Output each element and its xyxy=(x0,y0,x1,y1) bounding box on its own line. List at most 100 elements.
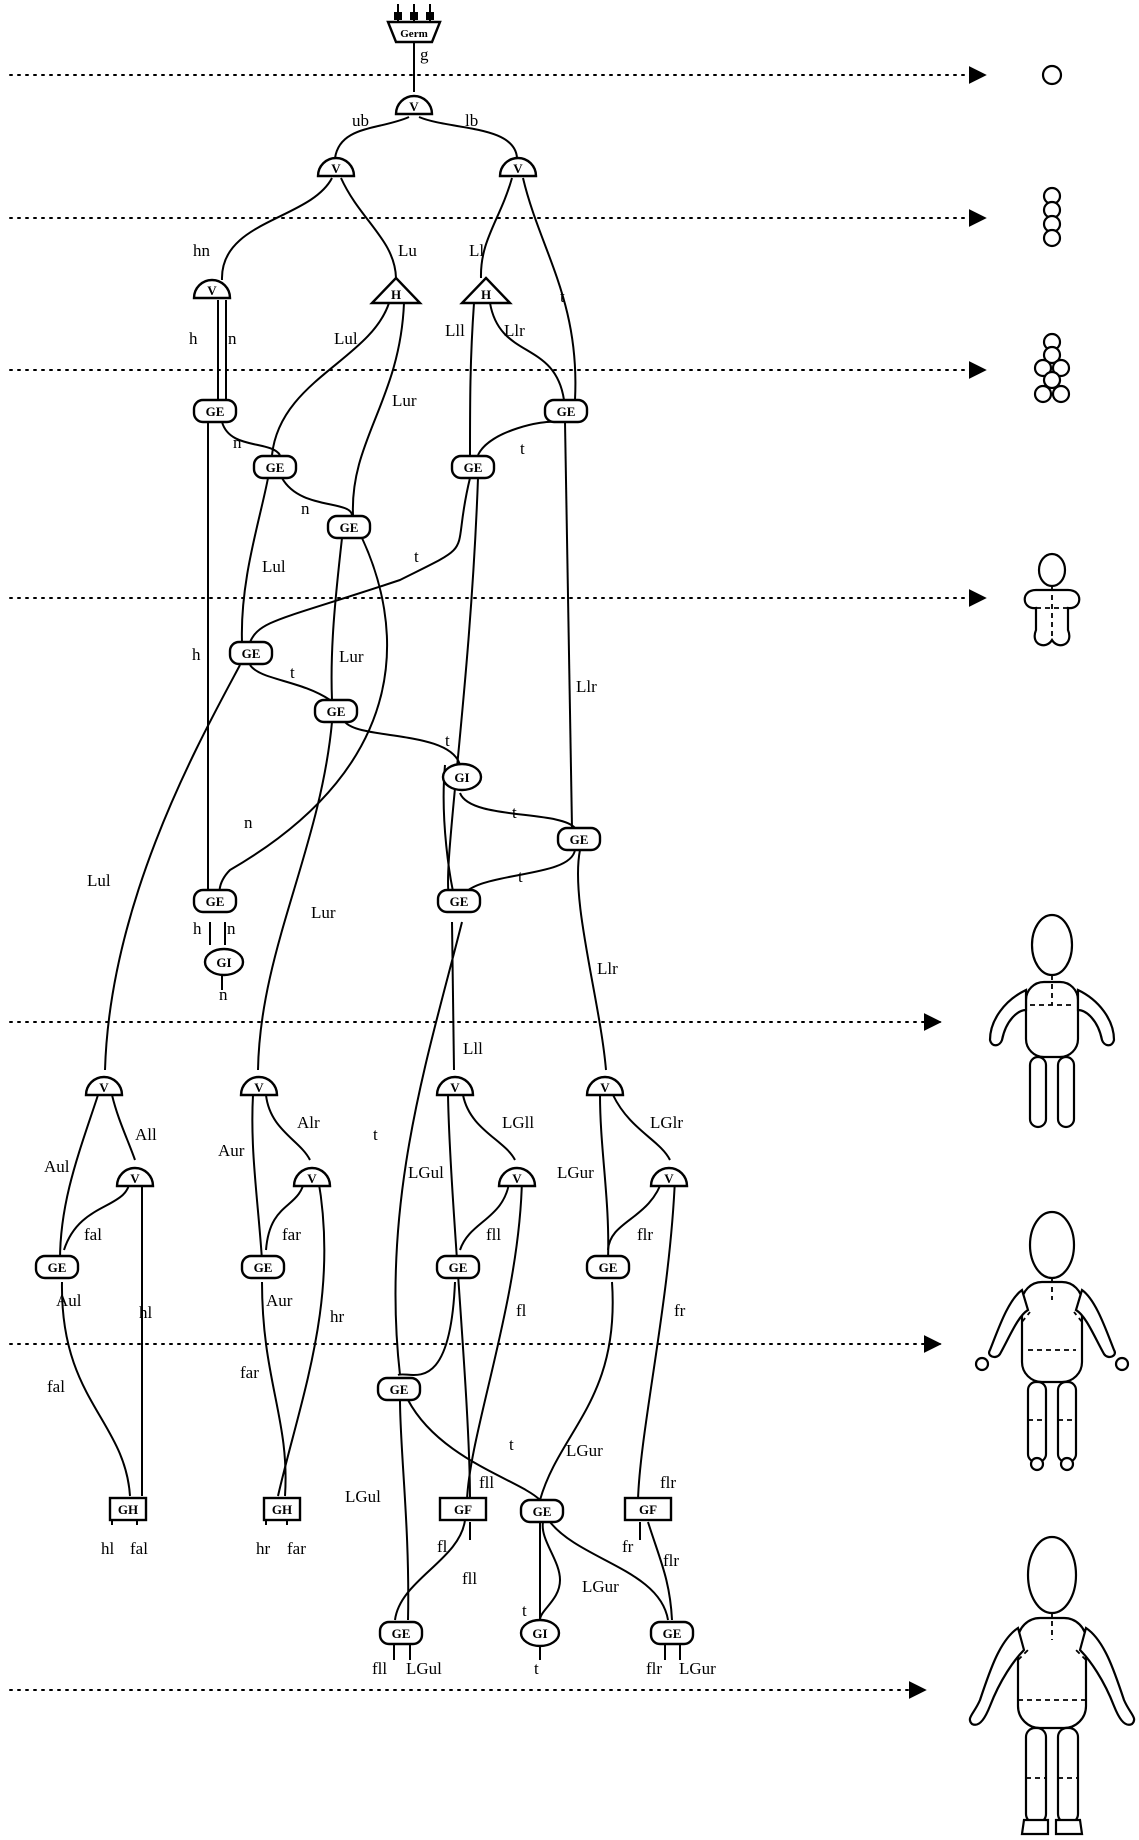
svg-text:V: V xyxy=(512,1171,522,1186)
svg-text:GE: GE xyxy=(266,460,285,475)
wire-label: LGll xyxy=(502,1113,534,1132)
wire-label: Llr xyxy=(597,959,618,978)
v-node: V xyxy=(192,278,232,300)
svg-text:GE: GE xyxy=(450,894,469,909)
ge-node: GE xyxy=(519,1498,565,1524)
svg-text:GE: GE xyxy=(48,1260,67,1275)
svg-text:GF: GF xyxy=(454,1502,472,1517)
svg-text:V: V xyxy=(331,161,341,176)
wire-label: LGur xyxy=(566,1441,603,1460)
wire-label: h xyxy=(193,919,202,938)
wire-label: t xyxy=(522,1601,527,1620)
v-node: V xyxy=(394,94,434,116)
ge-node: GE xyxy=(240,1254,286,1280)
wire-label: t xyxy=(534,1659,539,1678)
stage-figure-cluster xyxy=(1033,332,1071,404)
wire-label: Aul xyxy=(44,1157,70,1176)
wire-label: far xyxy=(282,1225,301,1244)
wire-label: t xyxy=(512,803,517,822)
wire-label: Lul xyxy=(262,557,286,576)
svg-text:V: V xyxy=(307,1171,317,1186)
ge-node: GE xyxy=(313,698,359,724)
wire-label: fll xyxy=(372,1659,387,1678)
wire-label: Aul xyxy=(56,1291,82,1310)
svg-text:GE: GE xyxy=(206,894,225,909)
stage-figure-child xyxy=(988,913,1116,1129)
ge-node: GE xyxy=(192,398,238,424)
svg-text:H: H xyxy=(481,287,491,302)
wire-label: fr xyxy=(622,1537,634,1556)
ge-node: GE xyxy=(326,514,372,540)
stage-arrows xyxy=(9,66,987,1699)
wire-label: fll xyxy=(479,1473,494,1492)
wire-label: LGul xyxy=(406,1659,442,1678)
wire-label: Lur xyxy=(392,391,417,410)
wire-label: t xyxy=(290,663,295,682)
wire-label: flr xyxy=(660,1473,676,1492)
svg-text:GE: GE xyxy=(327,704,346,719)
svg-text:GI: GI xyxy=(454,770,469,785)
svg-text:GE: GE xyxy=(570,832,589,847)
wire-label: Ll xyxy=(469,241,484,260)
svg-text:V: V xyxy=(207,283,217,298)
wire-label: fl xyxy=(516,1301,527,1320)
wire-label: lb xyxy=(465,111,478,130)
wire-label: t xyxy=(518,867,523,886)
ge-node: GE xyxy=(378,1620,424,1646)
gi-node: GI xyxy=(203,947,245,977)
svg-text:GE: GE xyxy=(392,1626,411,1641)
wire-label: hr xyxy=(330,1307,345,1326)
svg-text:V: V xyxy=(130,1171,140,1186)
v-node: V xyxy=(497,1166,537,1188)
wire-label: fal xyxy=(84,1225,102,1244)
h-node: H xyxy=(369,276,423,305)
v-node: V xyxy=(498,156,538,178)
svg-text:V: V xyxy=(254,1080,264,1095)
wire-label: fll xyxy=(462,1569,477,1588)
svg-text:GI: GI xyxy=(216,955,231,970)
svg-text:GE: GE xyxy=(340,520,359,535)
stage-figure-chain xyxy=(1042,186,1062,248)
wire-label: Lll xyxy=(463,1039,483,1058)
wire-label: LGlr xyxy=(650,1113,683,1132)
ge-node: GE xyxy=(252,454,298,480)
gf-node: GF xyxy=(623,1496,673,1522)
wire-label: n xyxy=(219,985,228,1004)
wire-label: Aur xyxy=(266,1291,293,1310)
wire-label: far xyxy=(287,1539,306,1558)
svg-text:GE: GE xyxy=(390,1382,409,1397)
gh-node: GH xyxy=(262,1496,302,1522)
svg-text:GE: GE xyxy=(242,646,261,661)
ge-node: GE xyxy=(556,826,602,852)
wire-label: n xyxy=(227,919,236,938)
wire-label: t xyxy=(445,731,450,750)
wire-label: n xyxy=(301,499,310,518)
v-node: V xyxy=(115,1166,155,1188)
svg-text:V: V xyxy=(664,1171,674,1186)
v-node: V xyxy=(585,1075,625,1097)
v-node: V xyxy=(239,1075,279,1097)
v-node: V xyxy=(84,1075,124,1097)
wire-label: Lur xyxy=(311,903,336,922)
wire-label: h xyxy=(192,645,201,664)
wire-label: g xyxy=(420,45,429,64)
svg-text:V: V xyxy=(450,1080,460,1095)
svg-text:GH: GH xyxy=(118,1502,138,1517)
gi-node: GI xyxy=(441,762,483,792)
wire-label: n xyxy=(228,329,237,348)
wire-label: n xyxy=(244,813,253,832)
gf-node: GF xyxy=(438,1496,488,1522)
wire-label: Lll xyxy=(445,321,465,340)
wire-label: fl xyxy=(437,1537,448,1556)
wire-label: Alr xyxy=(297,1113,320,1132)
stage-figure-cell xyxy=(1041,64,1063,86)
wire-label: t xyxy=(509,1435,514,1454)
wire-label: Lul xyxy=(334,329,358,348)
svg-text:V: V xyxy=(600,1080,610,1095)
wire-label: Aur xyxy=(218,1141,245,1160)
wire-label: Lu xyxy=(398,241,417,260)
wire-label: n xyxy=(233,433,242,452)
wire-label: LGur xyxy=(679,1659,716,1678)
svg-text:H: H xyxy=(391,287,401,302)
svg-text:GE: GE xyxy=(557,404,576,419)
